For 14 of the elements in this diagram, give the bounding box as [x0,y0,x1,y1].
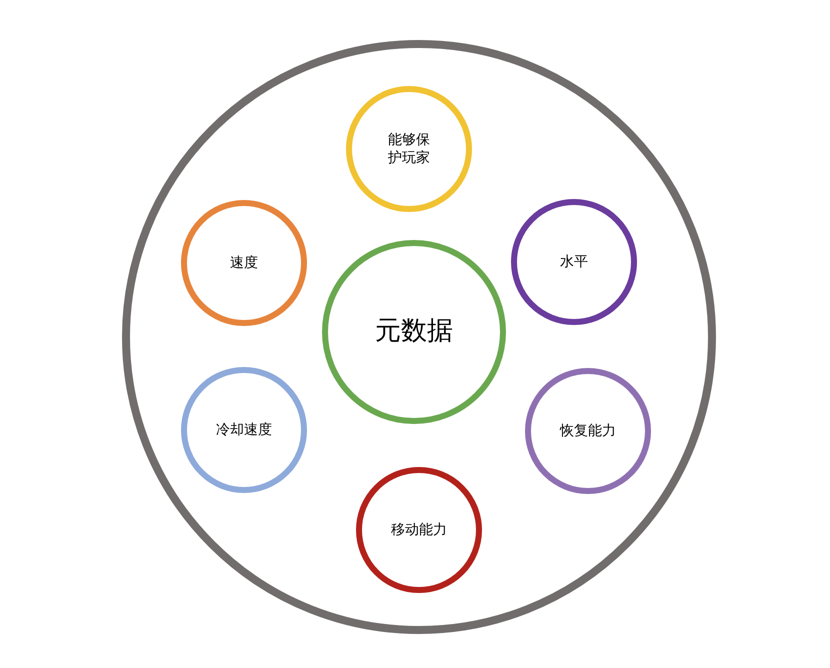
node-label: 恢复能力 [560,422,616,440]
node-label: 水平 [560,252,588,272]
node-label: 冷却速度 [216,420,272,440]
ring-node [181,367,307,493]
ring-node [181,200,307,326]
ring-node [356,467,482,593]
node-label: 元数据 [375,315,453,348]
node-label: 速度 [230,254,258,272]
node-label: 移动能力 [391,520,447,540]
node-label: 能够保护玩家 [388,130,430,168]
ring-node [346,86,472,212]
ring-node [322,240,506,424]
ring-node [511,199,637,325]
ring-node [525,368,651,494]
